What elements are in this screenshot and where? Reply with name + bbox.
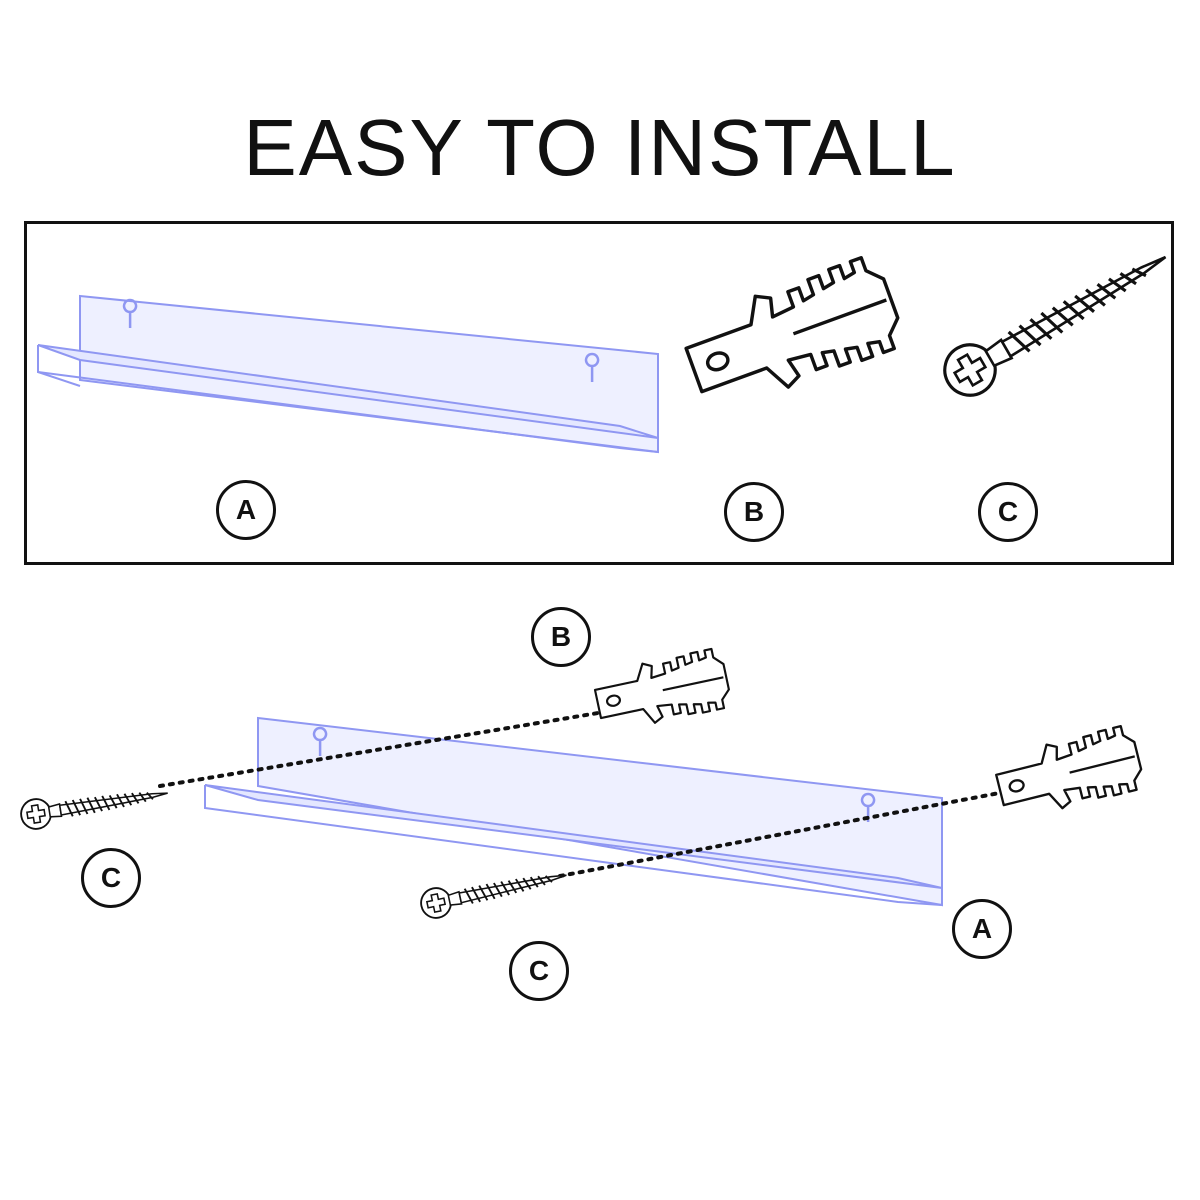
assembly-screw-bottom bbox=[417, 859, 571, 922]
assembly-label-c-left: C bbox=[81, 848, 141, 908]
assembly-screw-left bbox=[18, 777, 171, 832]
parts-box bbox=[24, 221, 1174, 565]
page-title: EASY TO INSTALL bbox=[243, 103, 957, 192]
assembly-anchor-top bbox=[590, 646, 734, 735]
assembly-shelf bbox=[204, 716, 943, 907]
screw-part-c bbox=[934, 233, 1180, 406]
label-badge-c: C bbox=[978, 482, 1038, 542]
shelf-part-a bbox=[37, 294, 659, 454]
assembly-anchor-right bbox=[990, 722, 1147, 823]
anchor-part-b bbox=[675, 251, 909, 418]
assembly-label-a: A bbox=[952, 899, 1012, 959]
label-badge-a: A bbox=[216, 480, 276, 540]
assembly-label-b: B bbox=[531, 607, 591, 667]
label-badge-b: B bbox=[724, 482, 784, 542]
guide-lines bbox=[158, 694, 1102, 878]
assembly-label-c-bottom: C bbox=[509, 941, 569, 1001]
